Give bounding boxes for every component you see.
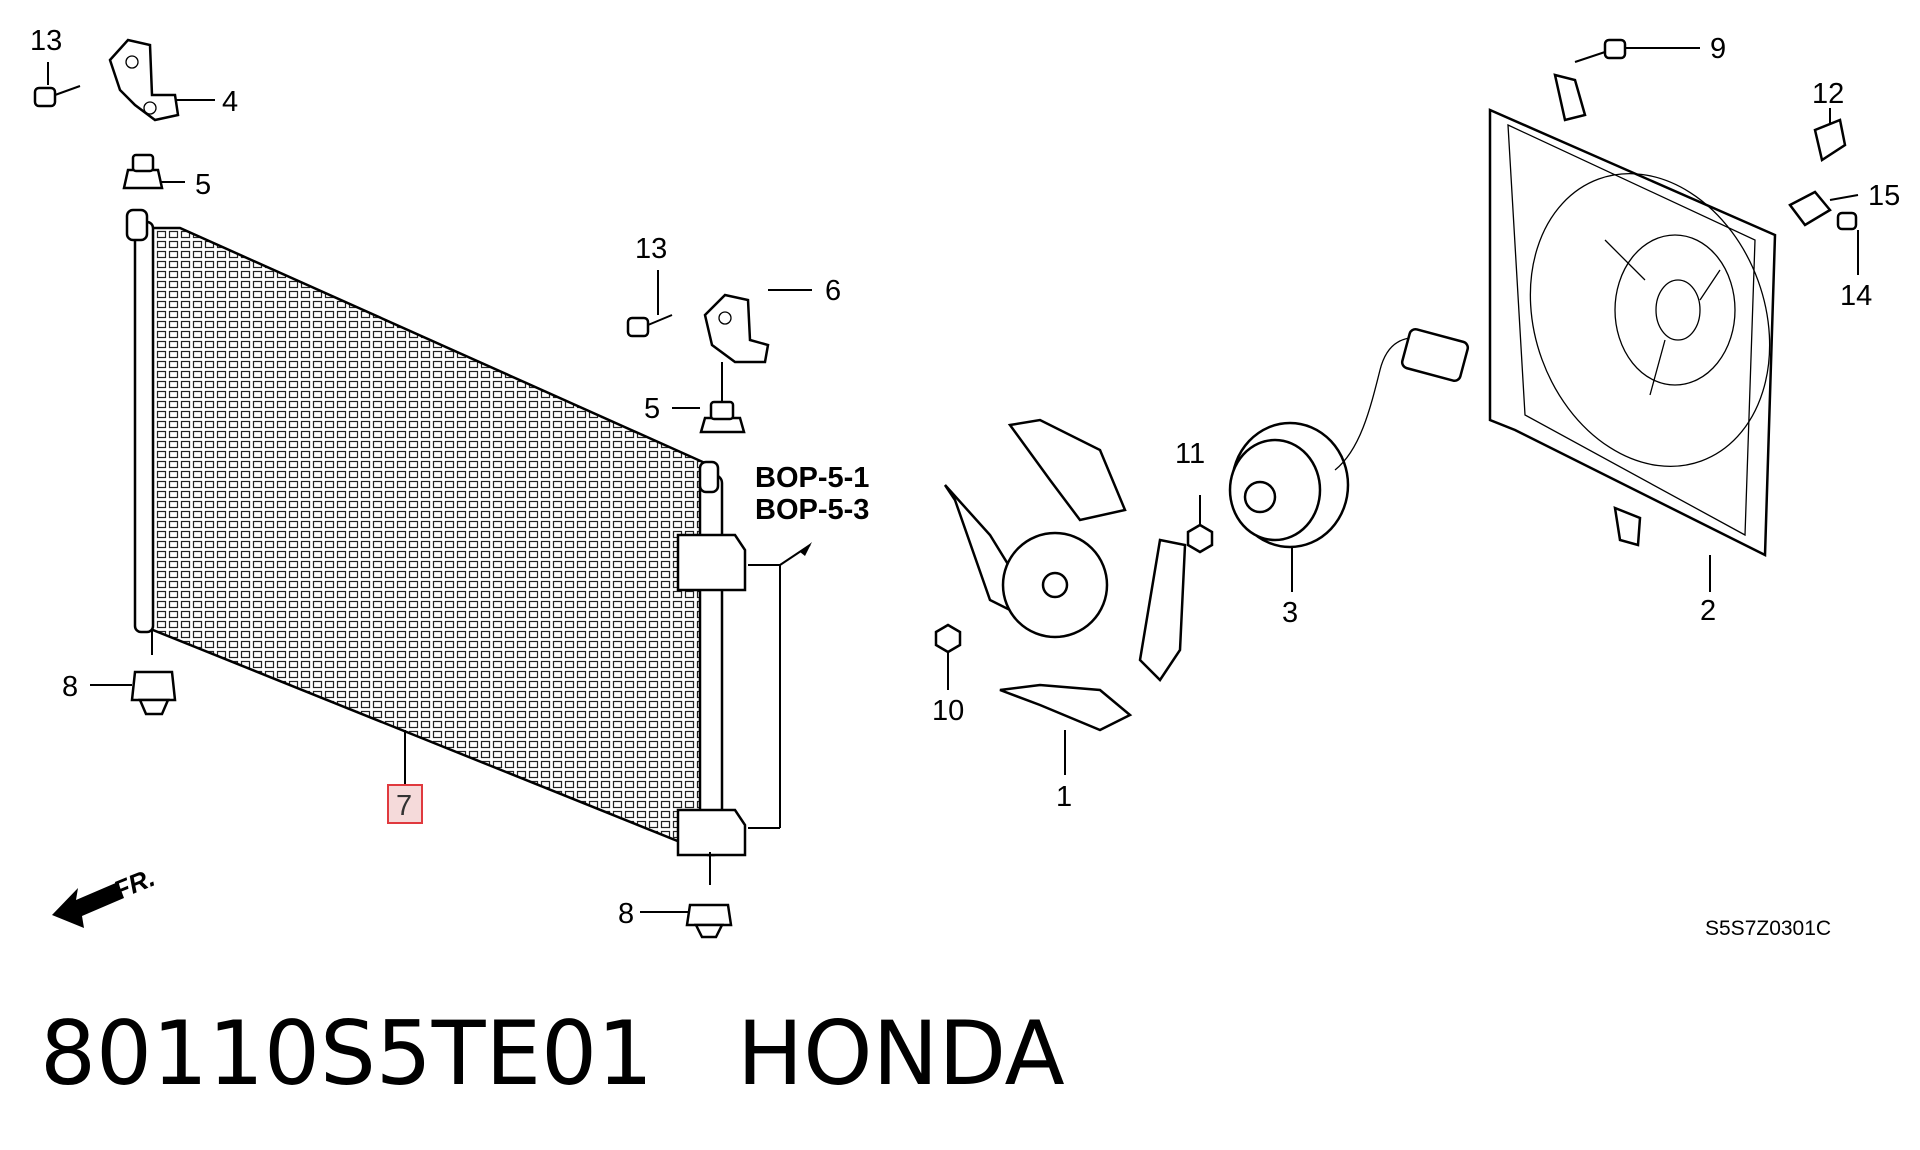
top-bolt [1574, 38, 1627, 63]
lower-right-cushion [685, 903, 733, 939]
upper-left-bolt [33, 85, 81, 108]
callout-5-upper-left: 5 [195, 169, 211, 201]
callout-2: 2 [1700, 595, 1716, 627]
fan-blade [943, 418, 1187, 732]
highlight-box [387, 784, 423, 824]
callout-11: 11 [1175, 438, 1205, 470]
upper-left-cushion [122, 153, 164, 190]
condenser-assembly [125, 208, 747, 885]
motor-nut [1186, 523, 1214, 554]
part-number: 80110S5TE01 [40, 1002, 654, 1105]
highlighted-callout-7[interactable]: 7 [387, 784, 423, 824]
connector-clip [1813, 118, 1847, 163]
callout-6: 6 [825, 275, 841, 307]
reference-bop-5-1[interactable]: BOP-5-1 [755, 462, 869, 494]
upper-right-cushion [699, 362, 746, 434]
callout-14: 14 [1840, 280, 1872, 312]
brand-name: HONDA [737, 1002, 1065, 1105]
callout-15: 15 [1868, 180, 1900, 212]
callout-12: 12 [1812, 78, 1844, 110]
callout-13-upper-left: 13 [30, 25, 62, 57]
upper-left-bracket [108, 38, 180, 122]
callout-5-upper-right: 5 [644, 393, 660, 425]
callout-3: 3 [1282, 597, 1298, 629]
upper-right-bolt [626, 314, 673, 338]
callout-1: 1 [1056, 781, 1072, 813]
fan-shroud [1488, 73, 1777, 557]
lower-left-cushion [130, 670, 177, 716]
callout-13-upper-right: 13 [635, 233, 667, 265]
callout-8-left: 8 [62, 671, 78, 703]
part-caption: 80110S5TE01 HONDA [40, 1010, 1065, 1098]
upper-right-bracket [703, 293, 770, 364]
front-direction-arrow: FR. [52, 862, 159, 928]
callout-4: 4 [222, 86, 238, 118]
harness-clip [1788, 190, 1832, 227]
fan-nut [934, 623, 962, 654]
leader-lines [47, 47, 1859, 913]
callout-10: 10 [932, 695, 964, 727]
fan-motor [1228, 328, 1470, 549]
callout-labels: 13 4 5 13 6 5 8 8 1 2 3 9 10 11 12 14 15 [30, 25, 1900, 930]
callout-9: 9 [1710, 33, 1726, 65]
callout-7: 7 [396, 790, 412, 822]
drawing-code: S5S7Z0301C [1705, 917, 1831, 940]
shroud-bolt [1836, 211, 1858, 231]
callout-8-right: 8 [618, 898, 634, 930]
reference-bop-5-3[interactable]: BOP-5-3 [755, 494, 869, 526]
